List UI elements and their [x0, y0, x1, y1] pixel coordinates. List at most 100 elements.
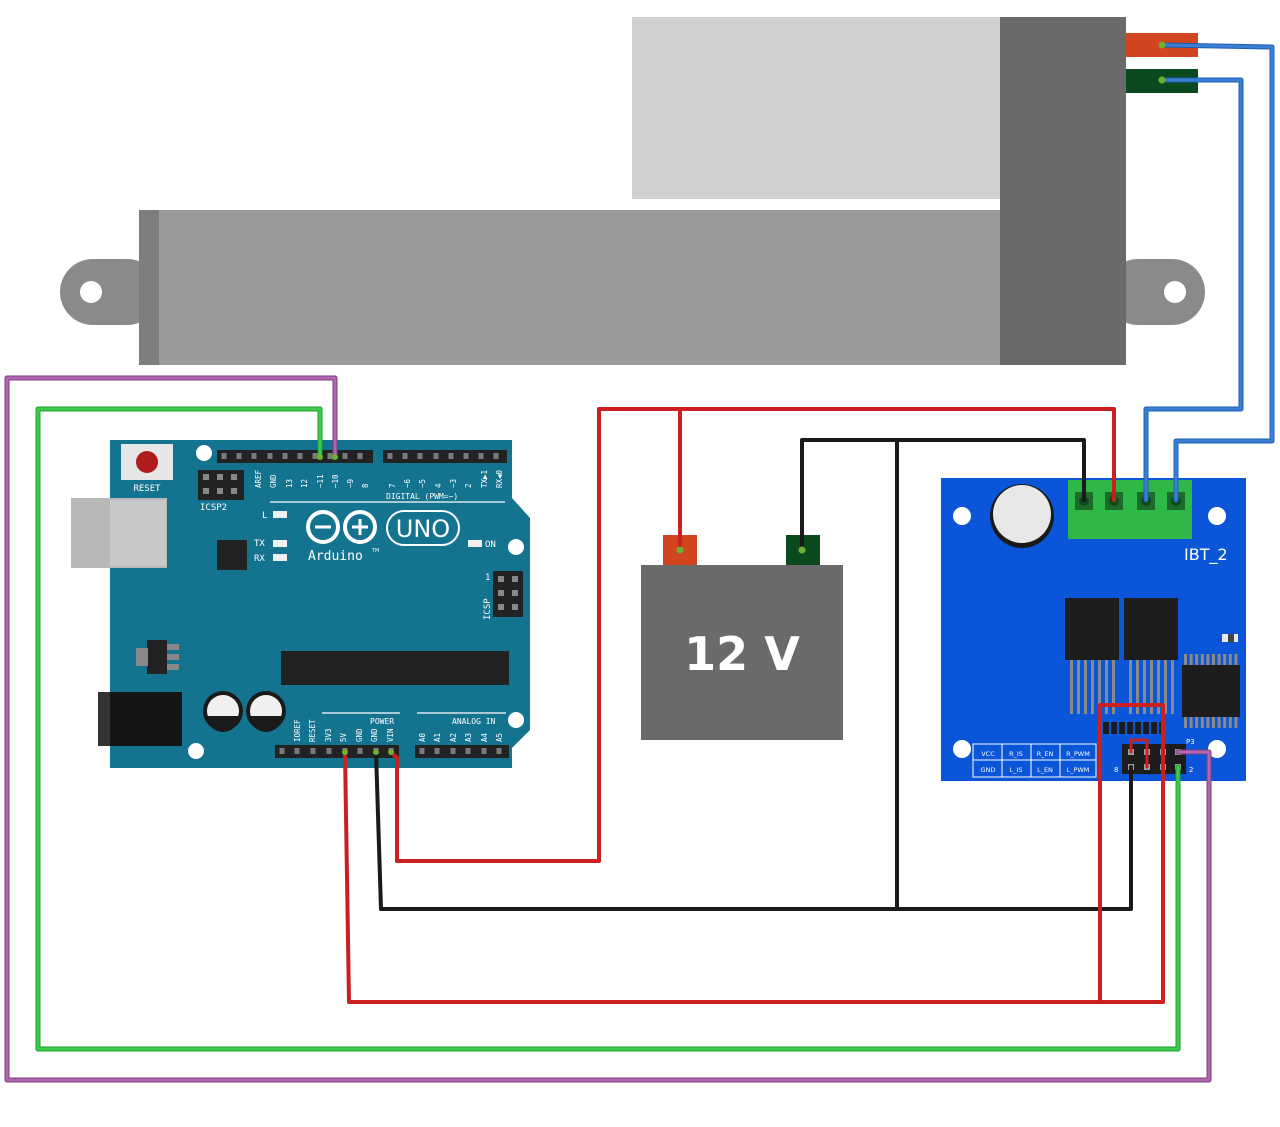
header-pin — [496, 748, 502, 754]
header-pin — [236, 453, 242, 459]
uno-label: UNO — [396, 515, 450, 543]
wire-5v-vcc — [1098, 703, 1165, 1004]
digital-pin-label: RX◀0 — [495, 469, 504, 488]
tx-led — [273, 540, 287, 547]
analog-pin-label: A1 — [433, 733, 442, 742]
mounting-hole — [188, 743, 204, 759]
wire-actuator-m1 — [1160, 43, 1274, 502]
linear-actuator — [60, 17, 1205, 365]
digital-pin-label: ~6 — [403, 478, 412, 488]
power-pin-label: RESET — [308, 719, 317, 742]
driver-pin-label: L_EN — [1037, 766, 1053, 774]
digital-pin-label: ~5 — [418, 479, 427, 488]
battery-label: 12 V — [684, 627, 800, 681]
driver-ic — [1182, 654, 1240, 728]
digital-pin-holes — [221, 453, 499, 459]
wire-ground-arduino-driver — [374, 750, 1133, 911]
actuator-end-cap — [139, 210, 159, 365]
header-pin-2-label: 2 — [1189, 766, 1193, 774]
rx-led — [273, 554, 287, 561]
actuator-rod — [632, 17, 1002, 199]
wire-battery-positive-vin — [389, 407, 682, 863]
digital-pin-label: 7 — [388, 483, 397, 488]
icsp2-header — [198, 470, 244, 500]
digital-pin-label: TX▶1 — [480, 470, 489, 488]
analog-pin-label: A0 — [418, 732, 427, 742]
digital-pin-label: ~10 — [331, 474, 340, 488]
header-pin — [282, 453, 288, 459]
reset-label: RESET — [133, 484, 161, 494]
driver-pin-label: R_PWM — [1066, 750, 1090, 758]
mount-hole-left — [80, 281, 102, 303]
l-led — [273, 511, 287, 518]
battery-12v: 12 V — [641, 535, 843, 740]
power-header — [275, 745, 399, 758]
header-pin — [279, 748, 285, 754]
atmega16u2-chip — [217, 540, 247, 570]
header-pin — [417, 453, 423, 459]
analog-pin-label: A3 — [464, 733, 473, 742]
header-pin — [450, 748, 456, 754]
wire-actuator-m2 — [1144, 78, 1243, 502]
header-pin — [434, 748, 440, 754]
on-label: ON — [485, 540, 496, 550]
battery-body — [641, 565, 843, 740]
header-pin — [342, 453, 348, 459]
mosfet-bts7960-right — [1124, 598, 1178, 714]
uno-badge — [386, 510, 460, 546]
usb-connector-inner — [110, 500, 166, 566]
dc-power-jack-front — [98, 692, 110, 746]
driver-capacitor — [990, 484, 1054, 548]
rx-label: RX — [254, 554, 265, 564]
icsp-pin1-label: 1 — [485, 573, 490, 583]
header-pin — [463, 453, 469, 459]
analog-header — [415, 745, 509, 758]
digital-pin-label: AREF — [254, 469, 263, 488]
header-pin — [481, 748, 487, 754]
digital-pin-label: 8 — [361, 483, 370, 488]
dc-power-jack — [98, 692, 182, 746]
mounting-hole — [508, 539, 524, 555]
driver-pin-label: L_PWM — [1067, 766, 1090, 774]
header-pin — [493, 453, 499, 459]
on-led — [468, 540, 482, 547]
digital-header-2 — [383, 450, 507, 463]
driver-pin-label: R_IS — [1009, 750, 1023, 758]
driver-pin-label: GND — [981, 766, 996, 774]
header-pin — [478, 453, 484, 459]
actuator-body — [139, 210, 1009, 365]
header-pin — [267, 453, 273, 459]
arduino-pcb — [110, 440, 530, 768]
wire-5v-driver — [343, 750, 1165, 1004]
analog-pin-label: A2 — [449, 733, 458, 742]
atmega328p-chip — [281, 651, 509, 685]
power-pin-label: 3V3 — [324, 728, 333, 742]
analog-pin-label: A5 — [495, 733, 504, 742]
power-pin-label: IOREF — [293, 719, 302, 742]
voltage-regulator — [136, 640, 179, 674]
mounting-hole — [953, 740, 971, 758]
power-pin-label: GND — [355, 728, 364, 742]
wires — [4, 42, 1275, 1083]
driver-pin-label: L_IS — [1010, 766, 1023, 774]
digital-pin-label: ~3 — [449, 479, 458, 488]
header-pin-8-label: 8 — [1114, 766, 1118, 774]
power-label: POWER — [370, 717, 394, 726]
power-pin-label: VIN — [386, 728, 395, 742]
digital-pin-label: 2 — [464, 483, 473, 488]
actuator-mount-right — [1105, 259, 1205, 325]
actuator-mount-left — [60, 259, 160, 325]
mounting-hole — [953, 507, 971, 525]
mounting-hole — [1208, 507, 1226, 525]
header-label: P3 — [1186, 738, 1195, 746]
driver-name-label: IBT_2 — [1184, 545, 1228, 565]
header-pin — [312, 453, 318, 459]
header-pin — [310, 748, 316, 754]
capacitor-1 — [203, 691, 243, 732]
reset-button-cap[interactable] — [136, 451, 158, 473]
